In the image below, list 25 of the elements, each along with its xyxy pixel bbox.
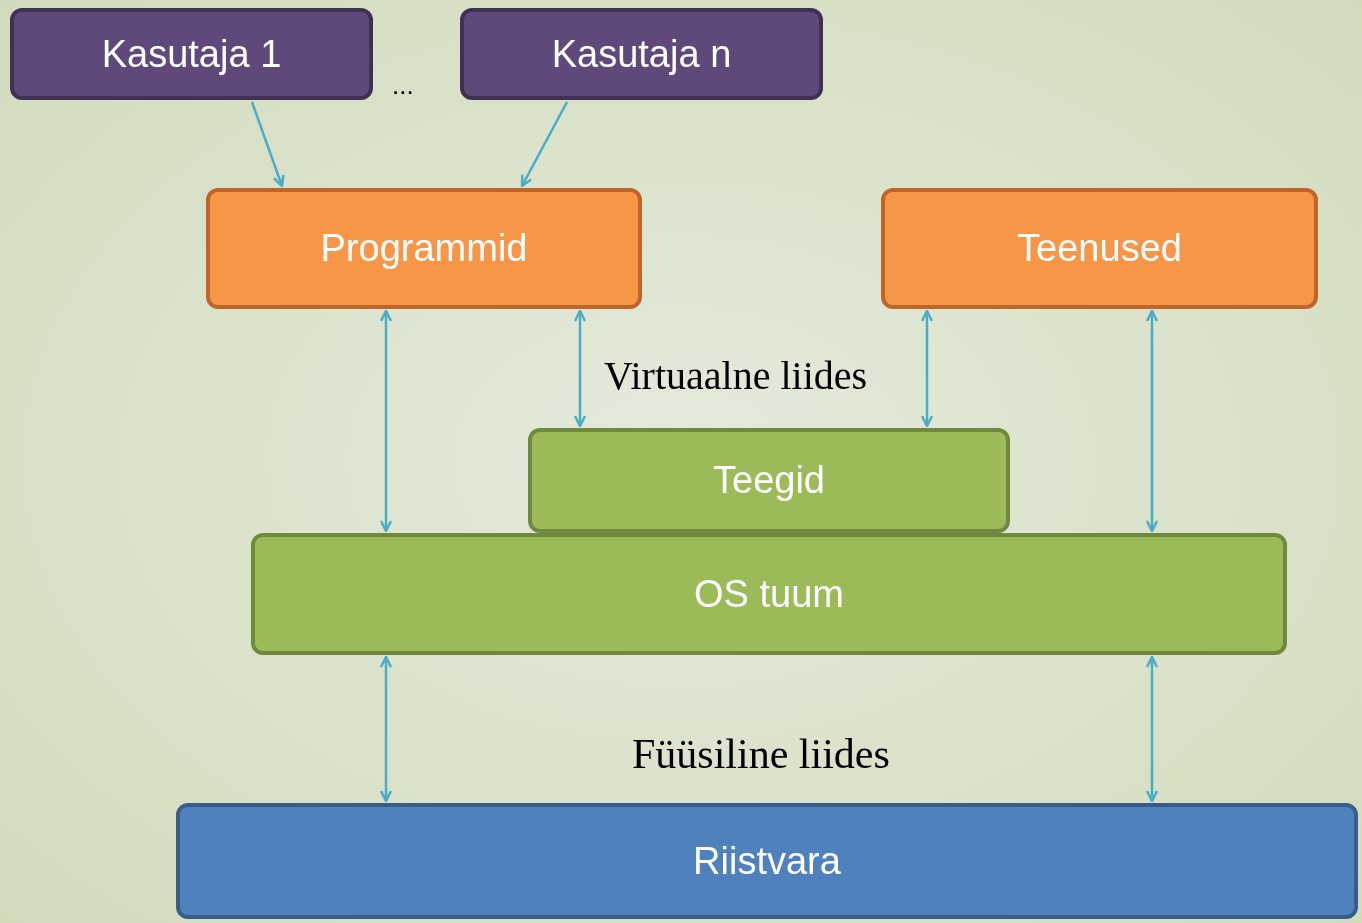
node-label: Riistvara: [693, 839, 841, 883]
arrow: [520, 101, 569, 188]
layer-box: [251, 533, 1287, 655]
interface-label: Füüsiline liides: [632, 730, 890, 778]
ellipsis-label: ...: [392, 70, 414, 101]
node-label: Teegid: [713, 459, 825, 502]
node-label: Programmid: [320, 227, 528, 270]
layer-box: [528, 428, 1010, 533]
arrow: [573, 309, 587, 428]
hardware-box: [176, 803, 1358, 919]
node-label: OS tuum: [694, 572, 844, 616]
arrow: [920, 309, 934, 428]
application-box: [881, 188, 1318, 309]
arrow: [250, 101, 285, 188]
arrow: [379, 655, 393, 803]
user-box: [10, 8, 373, 100]
interface-label: Virtuaalne liides: [604, 352, 868, 399]
arrow: [1145, 655, 1159, 803]
node-label: Kasutaja 1: [101, 32, 282, 76]
arrow: [379, 309, 393, 533]
node-label: Kasutaja n: [551, 32, 732, 76]
arrow: [1145, 309, 1159, 533]
user-box: [460, 8, 823, 100]
node-label: Teenused: [1017, 227, 1182, 270]
application-box: [206, 188, 642, 309]
